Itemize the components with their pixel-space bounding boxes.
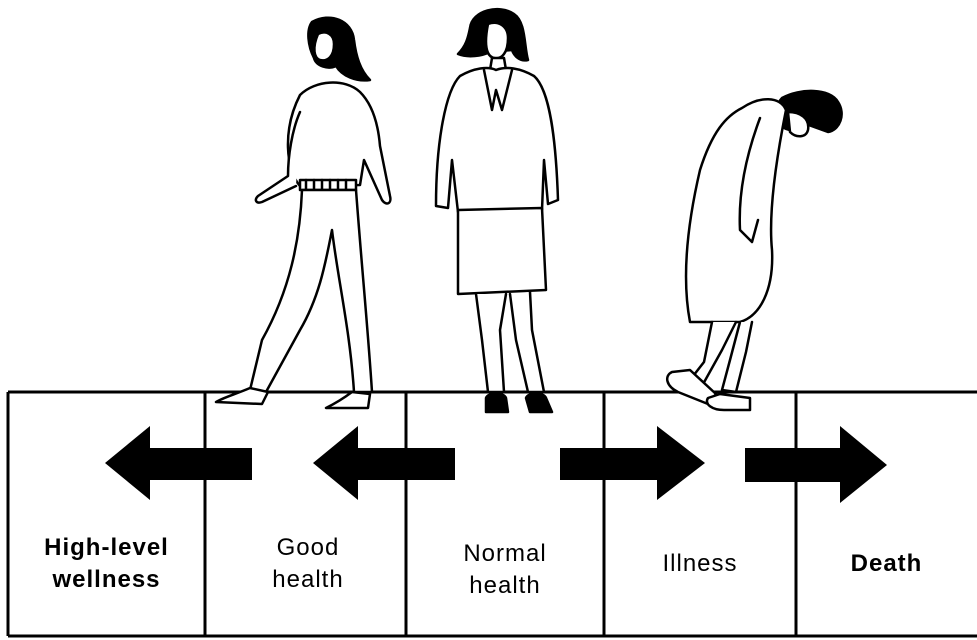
stage-label-line: wellness: [8, 564, 205, 596]
stage-label-high-level-wellness: High-level wellness: [8, 532, 205, 596]
stage-label-line: health: [208, 564, 408, 596]
stage-label-good-health: Good health: [208, 532, 408, 596]
arrows: [105, 426, 887, 503]
arrow-right-1: [560, 426, 705, 500]
stage-label-line: Illness: [604, 548, 796, 580]
woman-ill-figure: [667, 91, 841, 410]
stage-label-line: Normal: [406, 538, 604, 570]
woman-standing-figure: [436, 9, 558, 412]
stage-label-line: health: [406, 570, 604, 602]
stage-label-line: High-level: [8, 532, 205, 564]
arrow-right-2: [745, 426, 887, 503]
woman-walking-figure: [216, 18, 390, 408]
stage-label-line: Good: [208, 532, 408, 564]
stage-label-line: Death: [796, 548, 977, 580]
stage-label-normal-health: Normal health: [406, 538, 604, 602]
arrow-left-1: [105, 426, 252, 500]
stage-label-illness: Illness: [604, 548, 796, 580]
arrow-left-2: [313, 426, 455, 500]
stage-label-death: Death: [796, 548, 977, 580]
